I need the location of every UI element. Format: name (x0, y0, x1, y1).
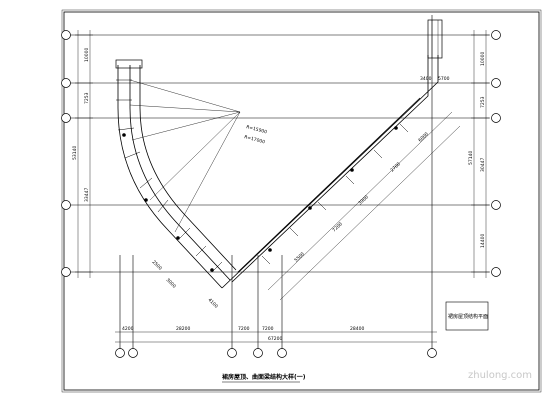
left-dim-1: 10000 (84, 48, 90, 62)
beam-dim-5: 7200 (331, 221, 344, 233)
bottom-dimension-rows: 4200 28200 7200 7200 28400 67200 (115, 326, 437, 343)
bottom-dim-3: 7200 (238, 326, 250, 332)
drawing-border-outer (61, 9, 542, 393)
vertical-grid-lines (119, 15, 433, 352)
right-dimension-column: 10000 7253 30447 14400 57140 (468, 30, 489, 278)
beam-dim-1: 2500 (151, 259, 163, 271)
radius-construction-lines: R=15900 R=17000 (129, 79, 268, 233)
left-dim-3: 33447 (84, 188, 90, 202)
beam-dimension-labels: 2500 3000 4100 5500 7200 3900 2700 6000 … (151, 76, 450, 310)
beam-dim-2: 3000 (165, 277, 177, 289)
right-dim-4: 14400 (480, 234, 486, 248)
subtitle-text: 裙房屋顶结构平面 (448, 313, 488, 320)
beam-dim-9: 5700 (438, 76, 450, 82)
curved-beam-left (115, 59, 237, 289)
right-dim-2: 7253 (480, 96, 486, 108)
radius-label-1: R=15900 (245, 124, 267, 135)
subtitle-box: 裙房屋顶结构平面 (445, 301, 489, 331)
right-dim-total: 57140 (468, 151, 474, 165)
beam-dim-3: 4100 (207, 297, 219, 309)
bottom-dim-4: 7200 (262, 326, 274, 332)
beam-dim-6: 3900 (357, 194, 370, 206)
right-grid-bubbles (491, 30, 501, 277)
bottom-dim-2: 28200 (176, 326, 190, 332)
bottom-grid-bubbles (115, 348, 437, 358)
watermark: zhulong.com (468, 370, 532, 381)
beam-dim-4: 5500 (293, 251, 306, 263)
bottom-dim-5: 28400 (350, 326, 364, 332)
right-dim-1: 10000 (480, 52, 486, 66)
left-dimension-column: 10000 7253 33447 53140 (72, 30, 93, 278)
beam-dim-10: 3400 (420, 76, 432, 82)
bottom-dim-total: 67200 (268, 336, 282, 342)
bottom-dim-1: 4200 (122, 326, 134, 332)
left-grid-bubbles (61, 30, 71, 277)
left-dim-total: 53140 (72, 146, 78, 160)
radius-label-2: R=17000 (243, 134, 265, 145)
drawing-border (63, 11, 540, 391)
right-dim-3: 30447 (480, 158, 486, 172)
straight-beam-right (221, 19, 461, 301)
drawing-title: 裙房屋顶、曲面梁结构大样(一) (222, 373, 306, 381)
left-dim-2: 7253 (84, 92, 90, 104)
beam-dim-8: 6000 (417, 131, 430, 143)
beam-dim-7: 2700 (389, 161, 402, 173)
